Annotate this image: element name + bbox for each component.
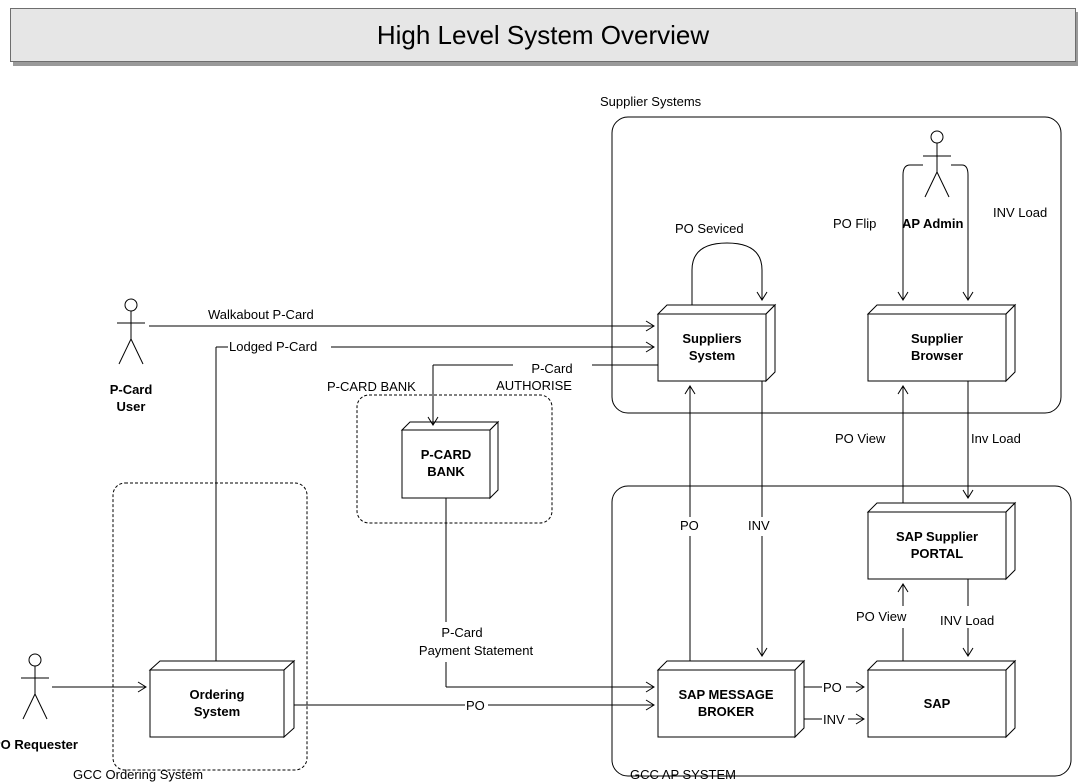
- supplier-browser-line2: Browser: [911, 348, 963, 363]
- payment-statement-line2: Payment Statement: [419, 643, 534, 658]
- po-seviced-flow: PO Seviced: [675, 221, 768, 305]
- po-sap-label: PO: [823, 680, 842, 695]
- inv-load-portal-label: INV Load: [940, 613, 994, 628]
- sap-supplier-portal-line2: PORTAL: [911, 546, 964, 561]
- pcard-authorise-line2: AUTHORISE: [496, 378, 572, 393]
- po-requester-label: PO Requester: [0, 737, 78, 752]
- pcard-bank-line2: BANK: [427, 464, 465, 479]
- ap-admin-actor: AP Admin: [902, 130, 963, 231]
- inv-sap-flow: INV: [804, 712, 865, 727]
- pcard-authorise-line1: P-Card: [531, 361, 572, 376]
- payment-statement-flow: P-Card Payment Statement: [419, 498, 655, 693]
- gcc-ordering-container: [112, 482, 308, 771]
- suppliers-system-line2: System: [689, 348, 735, 363]
- po-view-portal-label: PO View: [856, 609, 907, 624]
- sap-message-broker-line2: BROKER: [698, 704, 755, 719]
- po-broker-up-label: PO: [680, 518, 699, 533]
- gcc-ap-system-container: [611, 485, 1072, 777]
- inv-load-top-flow: INV Load: [951, 164, 1047, 301]
- inv-sap-label: INV: [823, 712, 845, 727]
- title-text: High Level System Overview: [376, 19, 710, 50]
- pcard-bank-container: [356, 394, 553, 524]
- gcc-ordering-label: GCC Ordering System: [73, 767, 203, 782]
- pcard-user-line2: User: [117, 399, 146, 414]
- po-flip-flow: PO Flip: [833, 164, 923, 301]
- po-flip-label: PO Flip: [833, 216, 876, 231]
- pcard-bank-node: P-CARD BANK: [400, 420, 500, 500]
- ordering-system-node: Ordering System: [148, 659, 296, 739]
- po-broker-up-flow: PO: [680, 385, 699, 661]
- sap-supplier-portal-line1: SAP Supplier: [896, 529, 978, 544]
- inv-load-browser-label: Inv Load: [971, 431, 1021, 446]
- walkabout-flow: Walkabout P-Card: [149, 307, 655, 332]
- inv-broker-down-label: INV: [748, 518, 770, 533]
- ordering-system-line2: System: [194, 704, 240, 719]
- lodged-flow: Lodged P-Card: [215, 339, 655, 661]
- inv-load-browser-flow: Inv Load: [962, 381, 1021, 499]
- po-seviced-label: PO Seviced: [675, 221, 744, 236]
- supplier-browser-line1: Supplier: [911, 331, 963, 346]
- pcard-authorise-flow: P-Card AUTHORISE: [427, 361, 658, 426]
- po-view-browser-flow: PO View: [835, 385, 909, 503]
- payment-statement-line1: P-Card: [441, 625, 482, 640]
- diagram-title: High Level System Overview: [10, 8, 1076, 62]
- po-sap-flow: PO: [804, 680, 865, 695]
- suppliers-system-node: Suppliers System: [656, 303, 777, 383]
- walkabout-label: Walkabout P-Card: [208, 307, 314, 322]
- gcc-ap-system-label: GCC AP SYSTEM: [630, 767, 736, 782]
- sap-supplier-portal-node: SAP Supplier PORTAL: [866, 501, 1017, 581]
- sap-message-broker-line1: SAP MESSAGE: [678, 687, 773, 702]
- lodged-label: Lodged P-Card: [229, 339, 317, 354]
- pcard-bank-group-label: P-CARD BANK: [327, 379, 416, 394]
- pcard-user-line1: P-Card: [110, 382, 153, 397]
- pcard-user-actor: P-Card User: [110, 298, 153, 414]
- pcard-bank-line1: P-CARD: [421, 447, 472, 462]
- ordering-system-line1: Ordering: [190, 687, 245, 702]
- sap-message-broker-node: SAP MESSAGE BROKER: [656, 659, 806, 739]
- supplier-systems-container: [611, 116, 1062, 414]
- supplier-systems-label: Supplier Systems: [600, 94, 702, 109]
- ap-admin-label: AP Admin: [902, 216, 963, 231]
- inv-load-portal-flow: INV Load: [940, 579, 994, 657]
- suppliers-system-line1: Suppliers: [682, 331, 741, 346]
- po-view-portal-flow: PO View: [856, 583, 909, 661]
- inv-load-top-label: INV Load: [993, 205, 1047, 220]
- po-ordering-flow: PO: [294, 698, 655, 713]
- requester-to-ordering-flow: [52, 681, 147, 693]
- inv-broker-down-flow: INV: [748, 381, 770, 657]
- sap-node: SAP: [866, 659, 1017, 739]
- supplier-browser-node: Supplier Browser: [866, 303, 1017, 383]
- sap-label: SAP: [924, 696, 951, 711]
- po-view-browser-label: PO View: [835, 431, 886, 446]
- po-ordering-label: PO: [466, 698, 485, 713]
- po-requester-actor: PO Requester: [0, 653, 78, 752]
